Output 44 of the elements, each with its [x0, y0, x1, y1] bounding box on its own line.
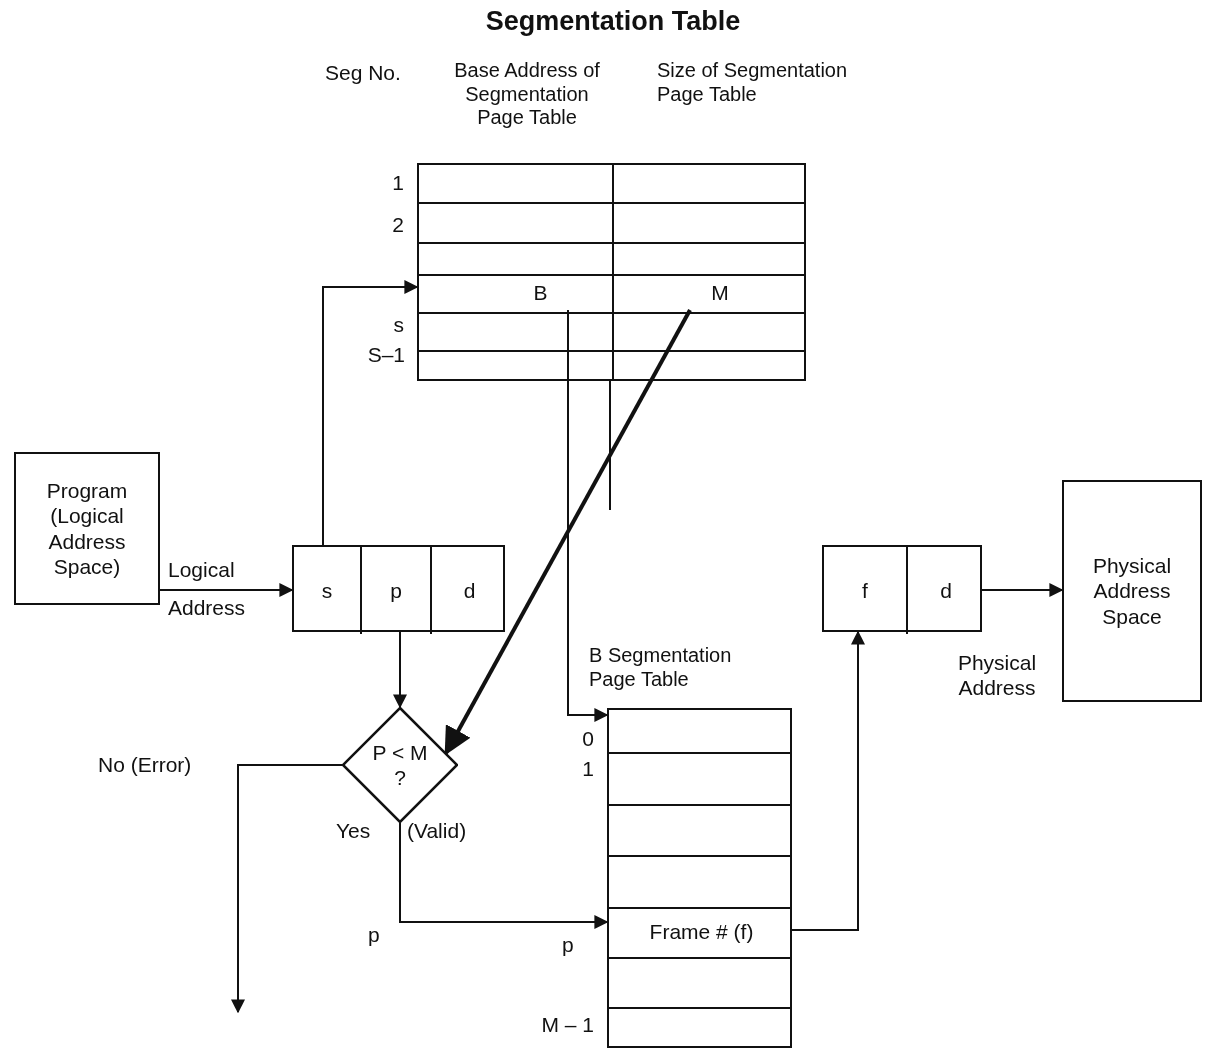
arrow — [322, 280, 419, 546]
annotation-label: 1 — [391, 170, 404, 196]
annotation-label: 1 — [581, 756, 594, 782]
address-register — [822, 545, 982, 632]
annotation-label: p — [368, 922, 381, 948]
process-box — [14, 452, 160, 605]
node-label: d — [940, 577, 952, 604]
node-label: s — [321, 577, 333, 604]
node-label: B — [532, 280, 548, 306]
arrow — [159, 583, 294, 597]
edge-label: Yes — [336, 818, 372, 844]
column-heading: Base Address of Segmentation Page Table — [453, 59, 601, 130]
node-label: p — [390, 577, 402, 604]
annotation-label: 0 — [581, 726, 594, 752]
node-label: Program (Logical Address Space) — [45, 478, 129, 579]
arrow — [981, 583, 1064, 597]
decision-diamond — [342, 707, 458, 823]
edge-label: Logical Address — [168, 557, 247, 621]
node-label: M — [710, 280, 729, 306]
column-heading: Size of Segmentation Page Table — [657, 59, 849, 107]
arrow — [567, 309, 609, 722]
arrow — [231, 764, 343, 1014]
node-label: Frame # (f) — [649, 919, 754, 945]
arrow — [393, 631, 407, 709]
arrow — [444, 309, 692, 756]
annotation-label: (Valid) — [407, 818, 468, 844]
annotation-label: 2 — [391, 212, 404, 238]
annotation-label: Seg No. — [325, 60, 402, 86]
diagram-title: Segmentation Table — [484, 6, 742, 37]
node-label: d — [463, 577, 476, 604]
arrow — [399, 822, 609, 929]
node-label: Physical Address Space — [1091, 553, 1173, 629]
arrow — [791, 630, 865, 931]
annotation-label: M – 1 — [540, 1012, 594, 1038]
address-register — [292, 545, 505, 632]
process-box — [1062, 480, 1202, 702]
annotation-label: s — [392, 312, 404, 338]
edge-label: No (Error) — [98, 752, 193, 778]
annotation-label: p — [562, 932, 575, 958]
annotation-label: S–1 — [366, 342, 405, 368]
column-heading: B Segmentation Page Table — [589, 644, 733, 692]
node-label: P < M ? — [371, 739, 429, 791]
node-label: f — [862, 577, 868, 604]
edge-label: Physical Address — [956, 650, 1038, 701]
